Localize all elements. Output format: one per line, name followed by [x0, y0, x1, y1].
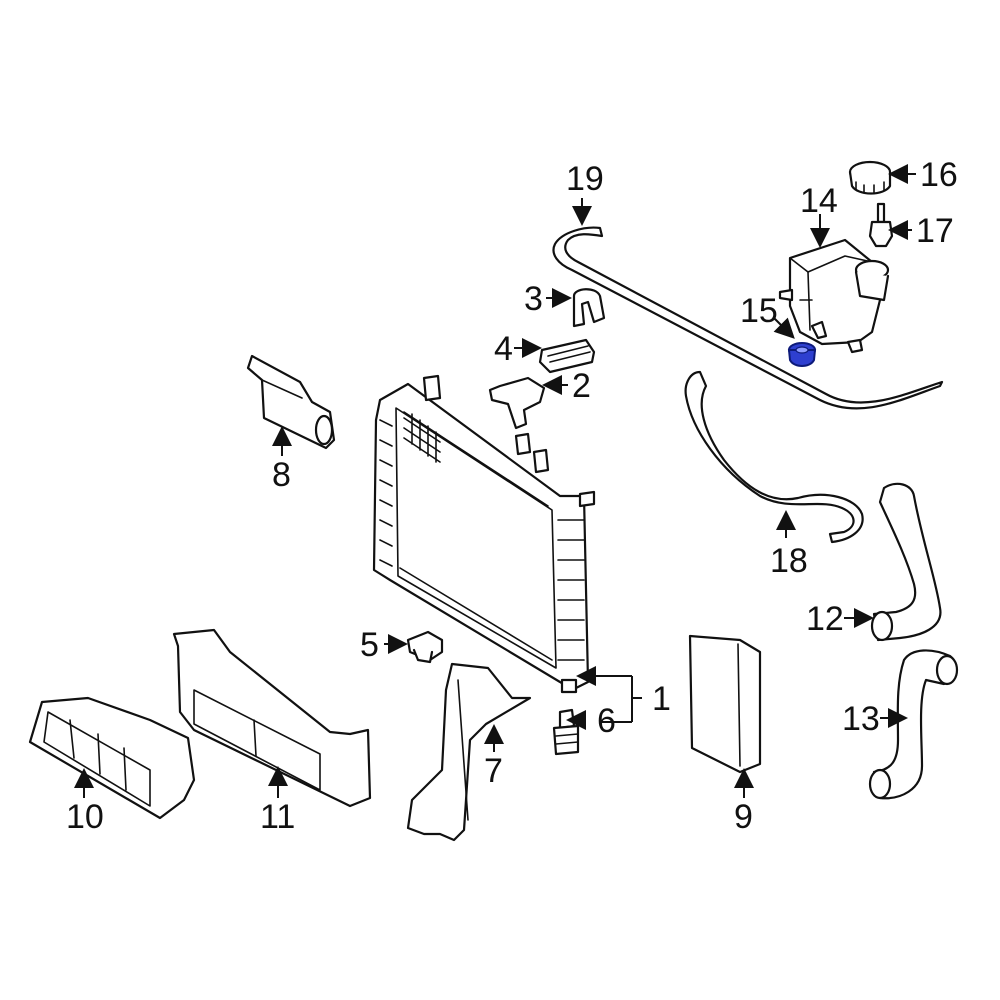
coolant-reservoir-part[interactable] [778, 238, 890, 354]
callout-7: 7 [484, 752, 503, 790]
radiator-clip-part[interactable] [572, 288, 606, 328]
air-deflector-part[interactable] [246, 354, 336, 450]
callout-17: 17 [916, 212, 954, 250]
callout-2: 2 [572, 367, 591, 405]
callout-14: 14 [800, 182, 838, 220]
leader-lines [74, 164, 916, 798]
overflow-hose-part[interactable] [684, 370, 864, 544]
callout-labels: 1 2 3 4 5 6 7 8 9 10 11 12 13 14 15 16 1… [66, 156, 958, 836]
callout-6: 6 [597, 702, 616, 740]
callout-5: 5 [360, 626, 379, 664]
callout-15: 15 [740, 292, 778, 330]
callout-3: 3 [524, 280, 543, 318]
air-intake-duct-part[interactable] [28, 696, 196, 820]
drain-plug-part[interactable] [406, 630, 444, 664]
lower-hose-b-part[interactable] [868, 649, 959, 800]
callout-8: 8 [272, 456, 291, 494]
reservoir-grommet-part[interactable] [787, 342, 817, 367]
callout-11: 11 [260, 798, 295, 836]
side-panel-part[interactable] [688, 634, 762, 774]
callout-9: 9 [734, 798, 753, 836]
radiator-mount-pad-part[interactable] [538, 338, 596, 374]
lower-hose-a-part[interactable] [870, 482, 942, 642]
callout-4: 4 [494, 330, 513, 368]
callout-13: 13 [842, 700, 880, 738]
upper-radiator-hose-part[interactable] [552, 226, 944, 410]
level-sensor-part[interactable] [868, 202, 894, 248]
radiator-part[interactable] [372, 374, 596, 694]
side-shroud-part[interactable] [406, 662, 532, 842]
lower-air-duct-part[interactable] [172, 628, 372, 808]
reservoir-cap-part[interactable] [848, 160, 892, 195]
callout-12: 12 [806, 600, 844, 638]
callout-1: 1 [652, 680, 671, 718]
callout-16: 16 [920, 156, 958, 194]
temperature-switch-part[interactable] [552, 708, 580, 756]
callout-18: 18 [770, 542, 808, 580]
callout-10: 10 [66, 798, 104, 836]
radiator-bracket-part[interactable] [488, 376, 546, 430]
callout-19: 19 [566, 160, 604, 198]
